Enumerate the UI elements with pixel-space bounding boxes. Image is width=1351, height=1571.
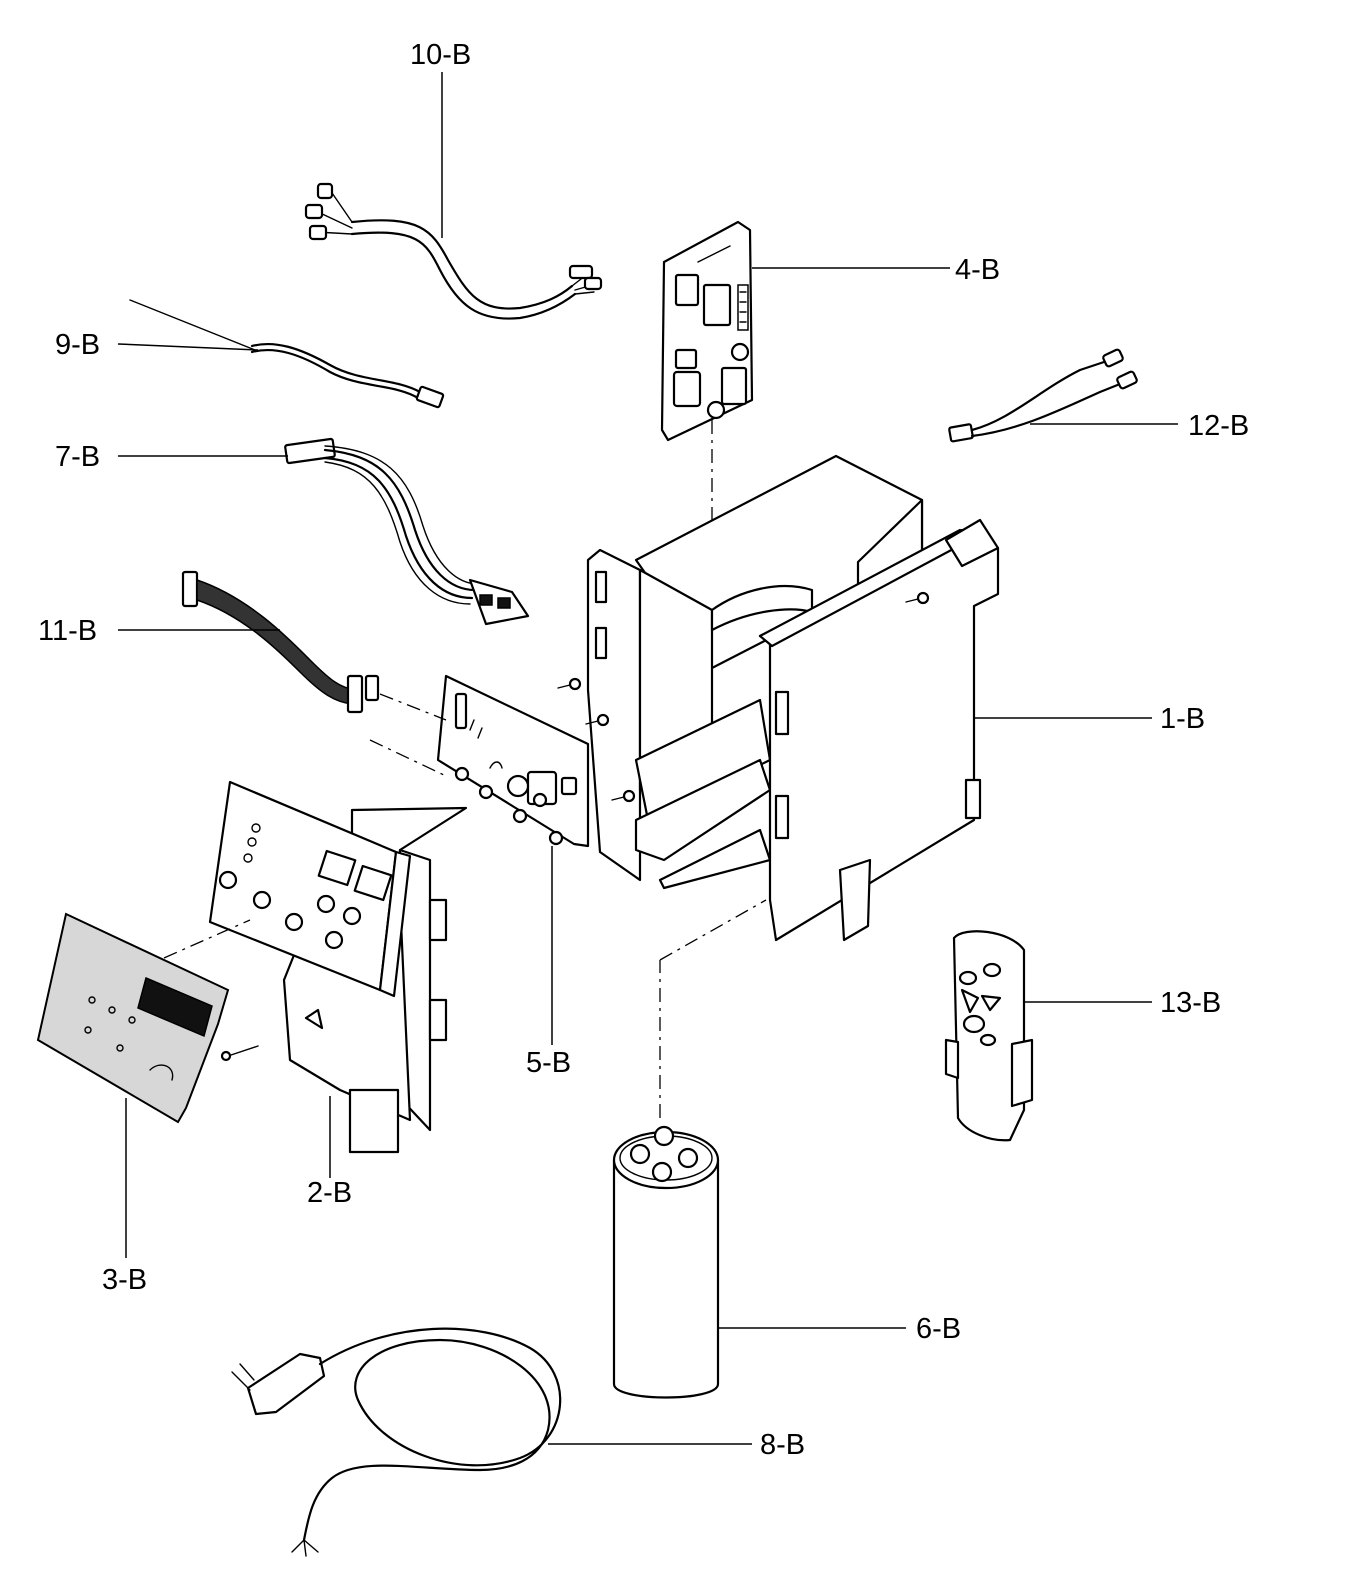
label-4b: 4-B <box>955 254 1000 286</box>
label-3b: 3-B <box>102 1264 147 1296</box>
label-6b: 6-B <box>916 1313 961 1345</box>
part-13b-remote-control <box>944 930 1152 1142</box>
label-11b: 11-B <box>38 615 97 647</box>
label-7b: 7-B <box>55 441 100 473</box>
label-9b: 9-B <box>55 329 100 361</box>
part-1b-control-box <box>586 454 1152 942</box>
part-11b-ribbon-cable <box>118 570 380 714</box>
screws-1b <box>557 591 930 803</box>
label-5b: 5-B <box>526 1047 571 1079</box>
part-3b-panel-cover <box>36 912 259 1258</box>
part-6b-capacitor <box>612 899 906 1399</box>
label-10b: 10-B <box>410 39 471 71</box>
part-5b-display-pcb <box>379 674 590 1045</box>
label-12b: 12-B <box>1188 410 1249 442</box>
label-2b: 2-B <box>307 1177 352 1209</box>
part-10b-wire-harness <box>304 72 603 320</box>
part-labels: 10-B 4-B 9-B 12-B 7-B 11-B 1-B 13-B 5-B … <box>38 39 1249 1461</box>
part-2b-front-panel <box>208 739 468 1178</box>
part-9b-sensor-wire <box>117 299 445 409</box>
part-7b-connector-harness <box>118 437 530 626</box>
label-1b: 1-B <box>1160 703 1205 735</box>
part-12b-sensor-wire <box>948 348 1178 443</box>
label-13b: 13-B <box>1160 987 1221 1019</box>
part-8b-power-cord <box>231 1327 752 1557</box>
label-8b: 8-B <box>760 1429 805 1461</box>
